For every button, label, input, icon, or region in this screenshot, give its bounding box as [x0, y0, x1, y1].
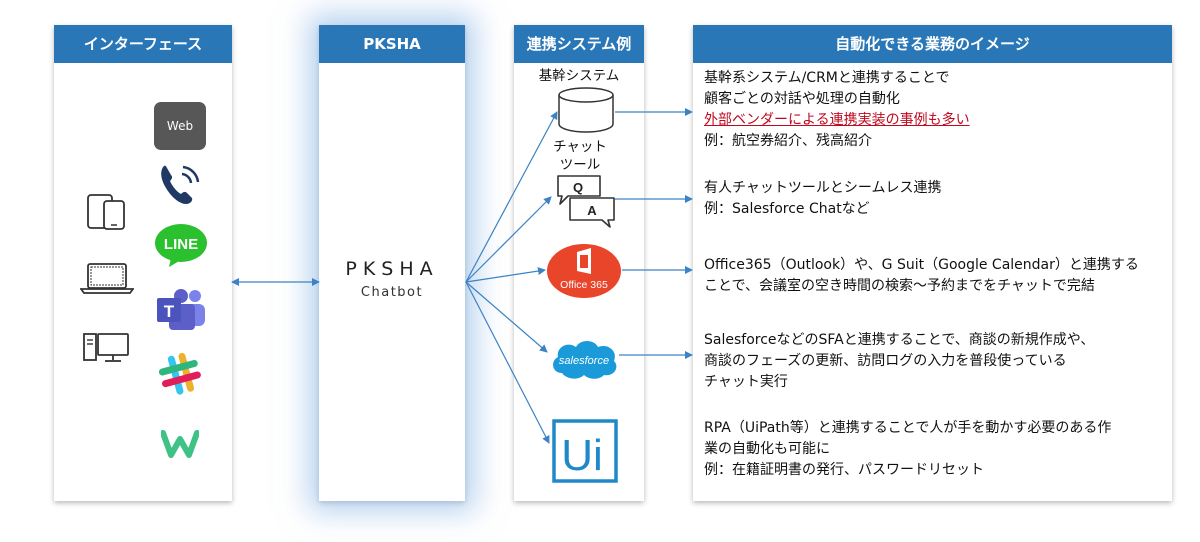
pksha-chatbot-logo: PKSHA Chatbot: [319, 258, 465, 300]
qa-chat-icon: Q A: [552, 174, 618, 228]
office365-text: Office 365: [560, 279, 608, 291]
tasks-column: 自動化できる業務のイメージ: [693, 25, 1172, 501]
web-label: Web: [166, 119, 194, 133]
uipath-text: Ui: [561, 431, 603, 480]
task-salesforce: SalesforceなどのSFAと連携することで、商談の新規作成や、 商談のフェ…: [704, 330, 1094, 393]
svg-text:LINE: LINE: [164, 236, 198, 253]
tablet-phone-icon: [86, 193, 130, 231]
office365-icon: Office 365: [546, 243, 622, 299]
task-office365: Office365（Outlook）や、G Suit（Google Calend…: [704, 255, 1139, 297]
task-uipath: RPA（UiPath等）と連携することで人が手を動かす必要のある作 業の自動化も…: [704, 418, 1111, 481]
teams-icon: T: [155, 288, 207, 332]
tasks-header: 自動化できる業務のイメージ: [693, 25, 1172, 63]
qa-q-text: Q: [573, 180, 583, 195]
chat-tool-label: チャット ツール: [540, 138, 620, 174]
workplace-w-icon: [161, 430, 199, 458]
systems-header: 連携システム例: [514, 25, 644, 63]
pksha-logo-sub: Chatbot: [360, 285, 424, 300]
task-line: Office365（Outlook）や、G Suit（Google Calend…: [704, 257, 1139, 273]
pksha-column: PKSHA: [319, 25, 465, 501]
qa-a-text: A: [587, 203, 597, 218]
arrow-to-office365: [465, 267, 546, 283]
pksha-header: PKSHA: [319, 25, 465, 63]
chat-tool-label-2: ツール: [559, 157, 601, 173]
task-line: 例：Salesforce Chatなど: [704, 201, 870, 217]
task-core-system: 基幹系システム/CRMと連携することで 顧客ごとの対話や処理の自動化 外部ベンダ…: [704, 68, 970, 152]
task-highlight: 外部ベンダーによる連携実装の事例も多い: [704, 112, 970, 128]
desktop-icon: [82, 331, 132, 365]
task-line: 業の自動化も可能に: [704, 441, 830, 457]
salesforce-icon: salesforce: [548, 333, 620, 383]
uipath-icon: Ui: [551, 418, 619, 484]
task-line: 基幹系システム/CRMと連携することで: [704, 70, 950, 86]
task-line: チャット実行: [704, 374, 788, 390]
arrow-to-salesforce: [465, 281, 548, 353]
core-system-label: 基幹システム: [538, 68, 620, 84]
database-icon: [557, 86, 615, 134]
task-line: 例：在籍証明書の発行、パスワードリセット: [704, 462, 984, 478]
arrow-to-uipath: [465, 281, 550, 444]
task-line: RPA（UiPath等）と連携することで人が手を動かす必要のある作: [704, 420, 1112, 436]
arrow-to-core-system: [465, 111, 558, 283]
task-line: 商談のフェーズの更新、訪問ログの入力を普段使っている: [704, 353, 1067, 369]
arrow-to-chat-tool: [465, 196, 552, 283]
line-icon: LINE: [153, 222, 209, 268]
pksha-logo-name: PKSHA: [345, 258, 439, 280]
laptop-icon: [80, 261, 134, 295]
task-line: ことで、会議室の空き時間の検索～予約までをチャットで完結: [704, 278, 1095, 294]
task-chat-tool: 有人チャットツールとシームレス連携 例：Salesforce Chatなど: [704, 178, 941, 220]
interface-header: インターフェース: [54, 25, 232, 63]
salesforce-text: salesforce: [559, 355, 609, 367]
chat-tool-label-1: チャット: [553, 139, 607, 155]
task-line: 顧客ごとの対話や処理の自動化: [704, 91, 900, 107]
svg-text:T: T: [164, 302, 175, 321]
phone-icon: [156, 160, 204, 210]
web-icon: Web: [154, 102, 206, 150]
slack-icon: [158, 352, 202, 396]
task-line: 例：航空券紹介、残高紹介: [704, 133, 872, 149]
task-line: SalesforceなどのSFAと連携することで、商談の新規作成や、: [704, 332, 1095, 348]
task-line: 有人チャットツールとシームレス連携: [704, 180, 942, 196]
